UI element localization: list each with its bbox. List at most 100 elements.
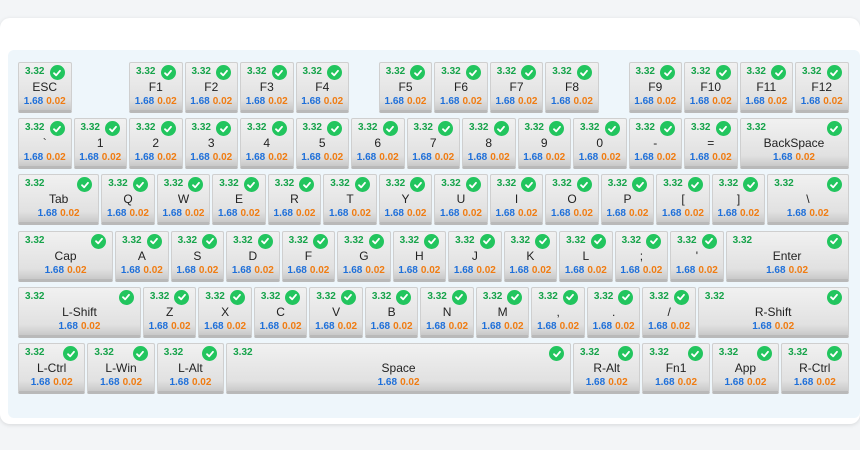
key-label: F10: [700, 80, 722, 94]
check-circle-icon: [826, 177, 842, 193]
key-value-primary: 1.68: [537, 320, 557, 332]
key-value-secondary: 0.02: [393, 320, 413, 332]
check-circle-icon: [826, 289, 842, 305]
key-value-primary: 1.68: [329, 208, 349, 220]
key-reading: 3.32: [593, 290, 614, 302]
key-label: 0: [596, 136, 604, 151]
key-value-secondary: 0.02: [809, 208, 829, 220]
key-reading: 3.32: [663, 178, 683, 190]
key-reading: 3.32: [635, 66, 655, 77]
key-reading: 3.32: [385, 66, 406, 77]
key-reading: 3.32: [260, 290, 281, 302]
key-label: C: [276, 304, 285, 319]
key-label: A: [137, 248, 146, 263]
key-label: 7: [429, 136, 437, 151]
key-label: F6: [453, 80, 468, 94]
key-reading: 3.32: [510, 234, 531, 246]
key-label: U: [456, 192, 466, 207]
check-circle-icon: [77, 177, 93, 193]
key-label: 9: [540, 136, 548, 151]
key-reading: 3.32: [25, 122, 45, 134]
check-circle-icon: [424, 233, 440, 249]
key-label: O: [567, 192, 577, 207]
key-reading: 3.32: [746, 66, 766, 77]
key-value-secondary: 0.02: [157, 152, 177, 164]
